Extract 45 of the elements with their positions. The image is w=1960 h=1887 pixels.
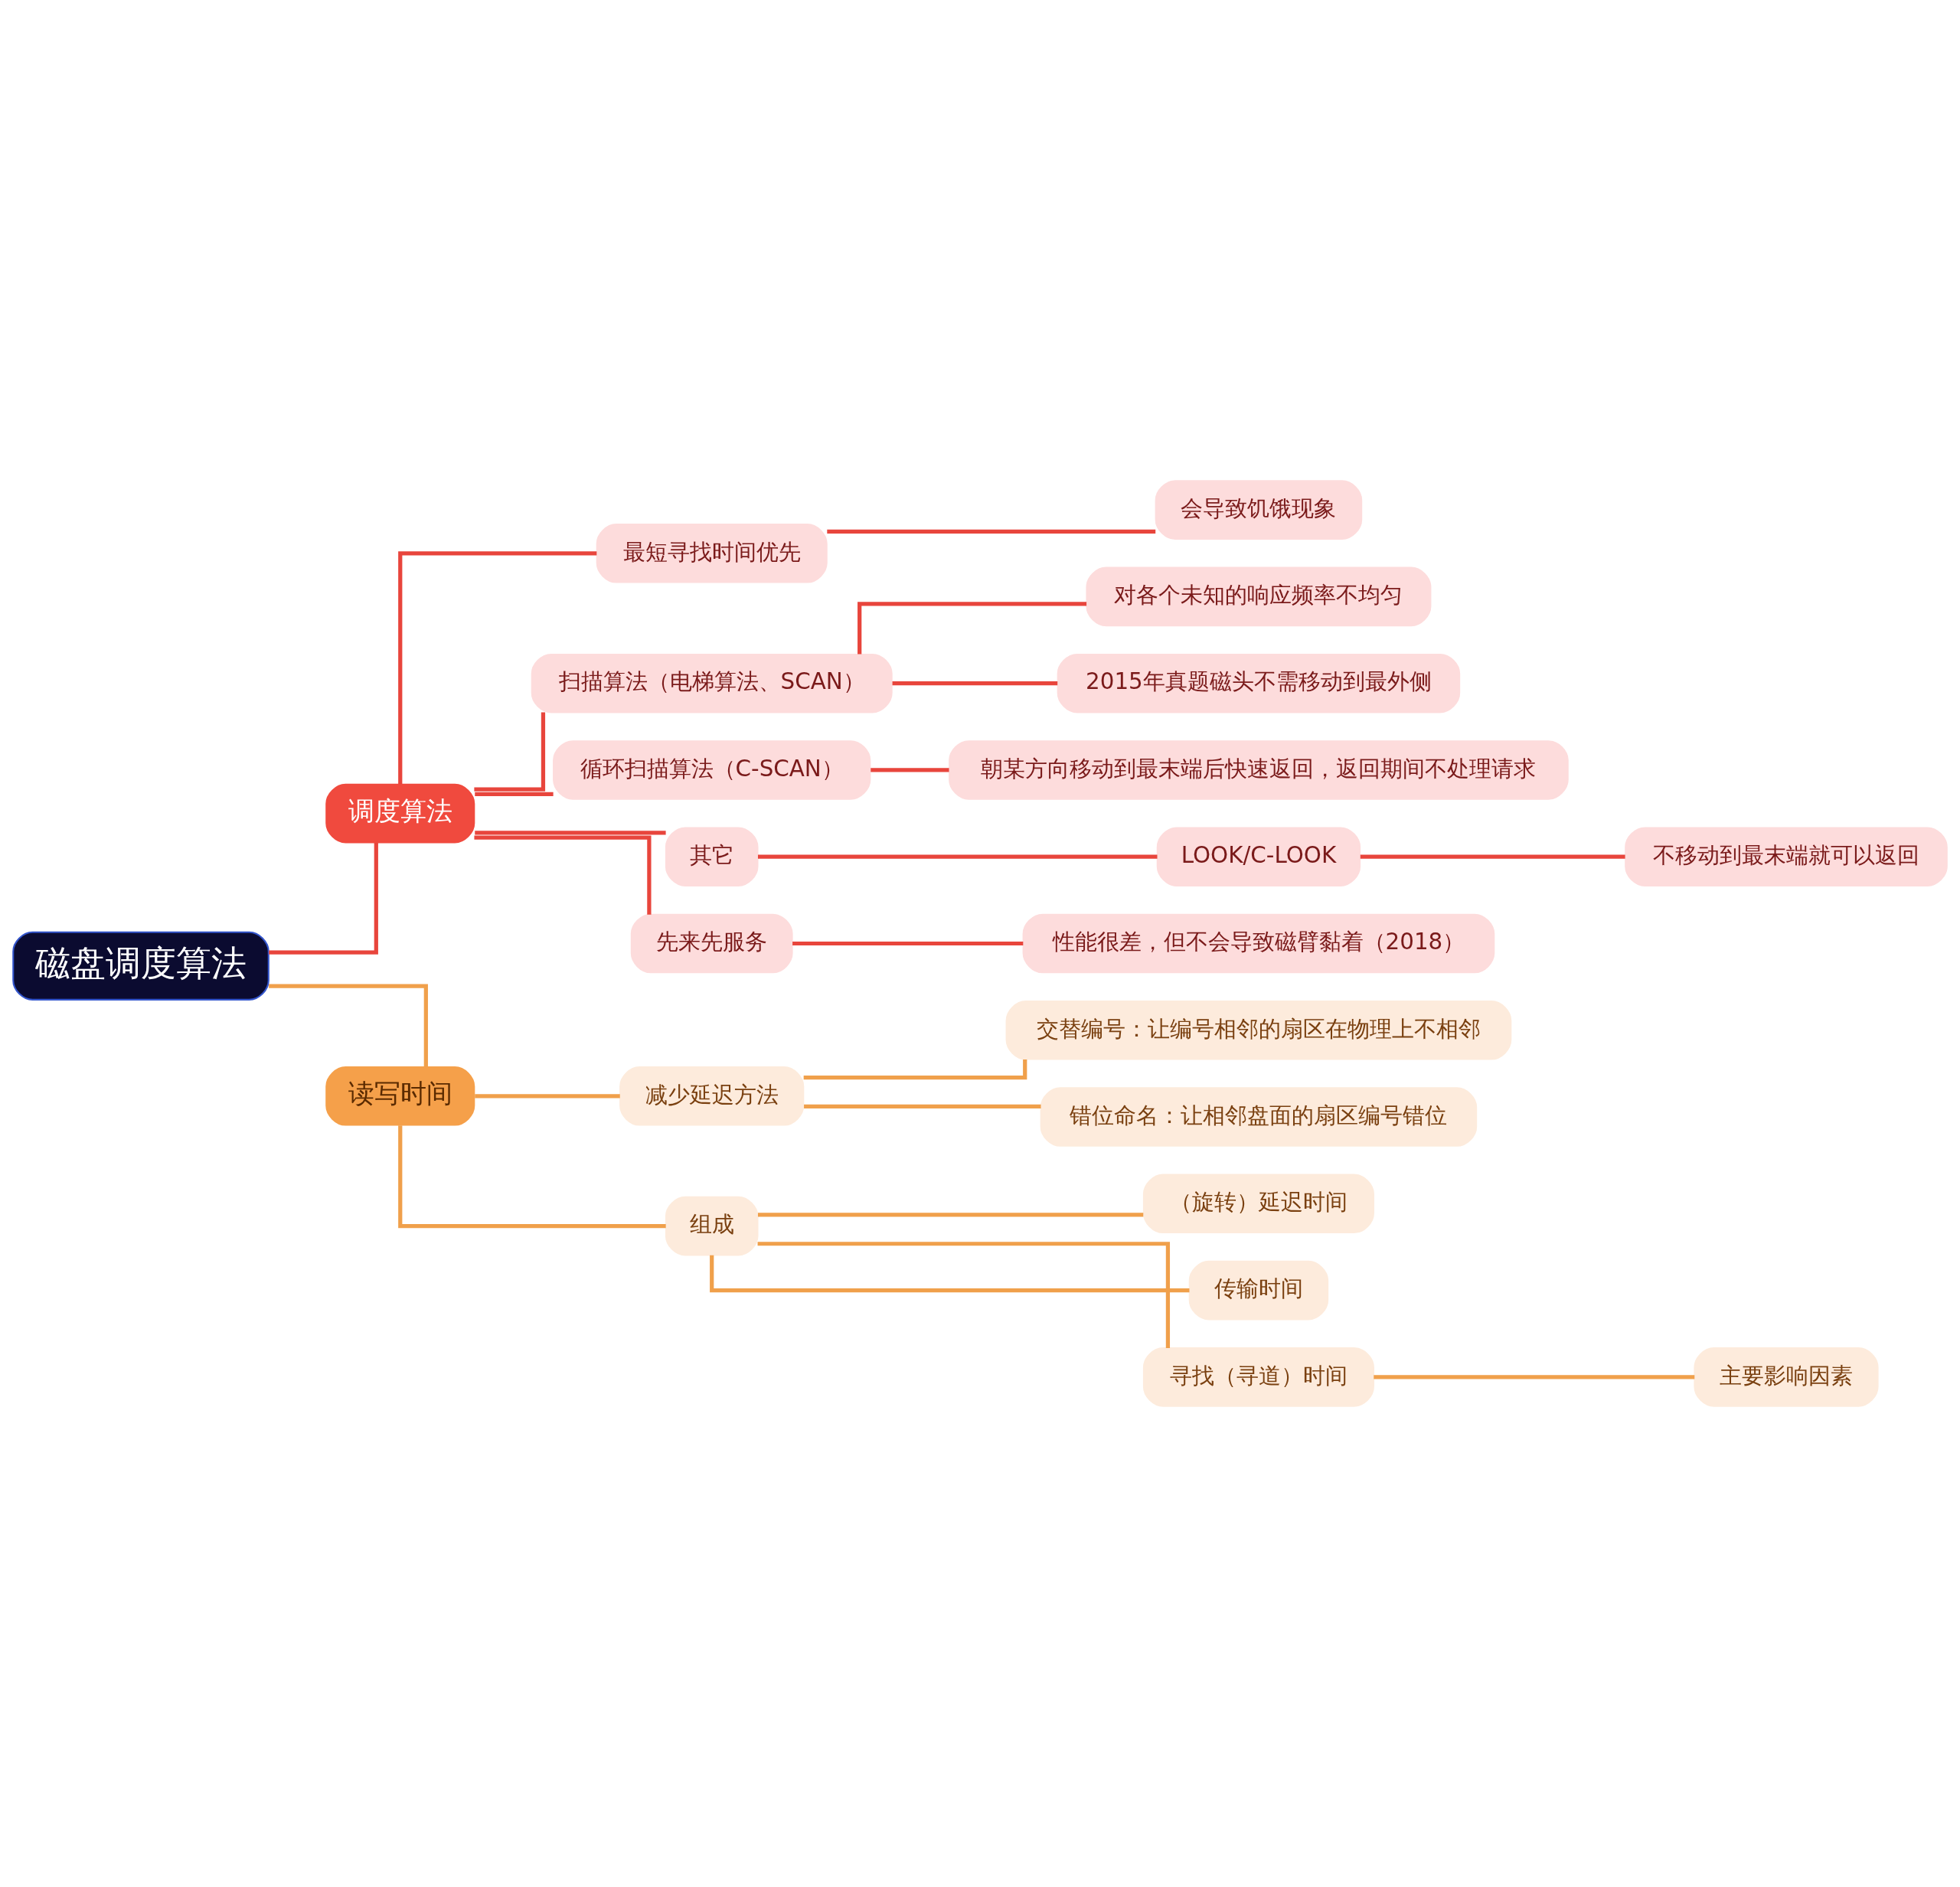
node-box: 2015年真题磁头不需移动到最外侧 — [1057, 653, 1461, 713]
node-box: 其它 — [665, 827, 759, 887]
connector — [803, 1059, 1027, 1080]
connector — [1360, 854, 1625, 859]
connector — [474, 712, 546, 792]
node-box: 朝某方向移动到最末端后快速返回，返回期间不处理请求 — [949, 740, 1569, 800]
node-box: 磁盘调度算法 — [12, 931, 270, 1001]
node-box: （旋转）延迟时间 — [1142, 1174, 1374, 1234]
node-box: 先来先服务 — [630, 913, 793, 974]
node-box: LOOK/C-LOOK — [1156, 827, 1361, 887]
connector — [758, 854, 1158, 859]
connector — [474, 835, 652, 915]
node-box: 传输时间 — [1188, 1260, 1329, 1321]
node-box: 减少延迟方法 — [619, 1066, 805, 1126]
connector — [792, 941, 1024, 946]
connector — [475, 792, 554, 797]
connector — [1374, 1375, 1695, 1379]
node-box: 读写时间 — [325, 1066, 475, 1126]
node-box: 组成 — [665, 1196, 759, 1256]
connector — [758, 1213, 1144, 1217]
connector — [269, 843, 378, 955]
node-box: 最短寻找时间优先 — [596, 524, 828, 583]
node-box: 调度算法 — [325, 783, 475, 844]
connector — [827, 529, 1156, 534]
node-box: 性能很差，但不会导致磁臂黏着（2018） — [1022, 913, 1495, 974]
connector — [710, 1255, 1190, 1293]
connector — [892, 681, 1058, 686]
connector — [398, 1125, 666, 1229]
node-box: 循环扫描算法（C-SCAN） — [553, 740, 871, 800]
node-box: 寻找（寻道）时间 — [1142, 1347, 1374, 1407]
node-box: 交替编号：让编号相邻的扇区在物理上不相邻 — [1005, 1000, 1512, 1060]
connector — [398, 551, 597, 785]
node-box: 错位命名：让相邻盘面的扇区编号错位 — [1040, 1087, 1478, 1147]
connector — [858, 602, 1087, 655]
node-box: 扫描算法（电梯算法、SCAN） — [531, 653, 893, 713]
connector — [871, 768, 949, 772]
connector — [804, 1104, 1041, 1109]
node-box: 对各个未知的响应频率不均匀 — [1086, 566, 1432, 627]
connector — [475, 1094, 620, 1099]
connector — [269, 984, 428, 1067]
connector — [475, 831, 666, 835]
node-box: 会导致饥饿现象 — [1155, 480, 1363, 540]
connector — [757, 1242, 1171, 1349]
node-box: 主要影响因素 — [1694, 1347, 1879, 1407]
node-box: 不移动到最末端就可以返回 — [1625, 827, 1948, 887]
